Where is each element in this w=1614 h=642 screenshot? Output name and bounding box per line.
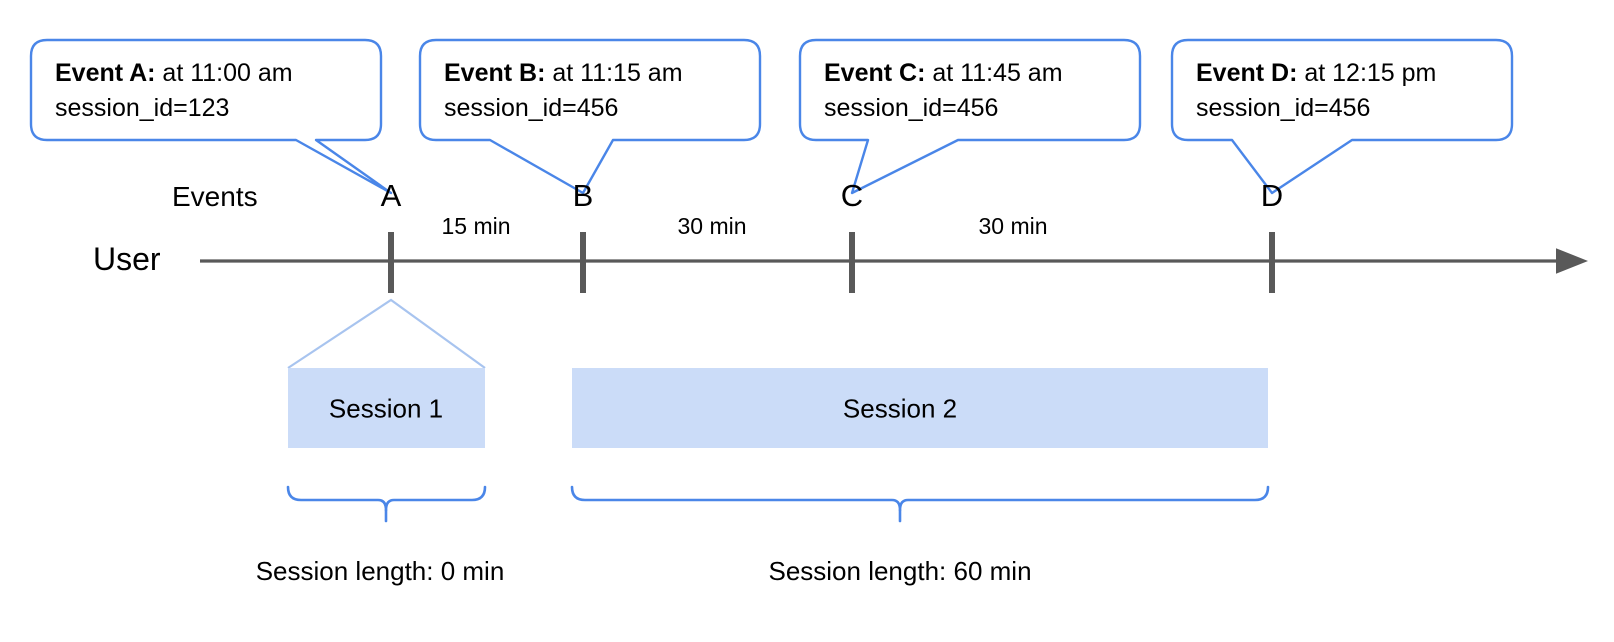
event-letter-d: D — [1260, 178, 1284, 213]
callout-line-1-b: Event B: at 11:15 am — [444, 56, 683, 91]
callout-text-a: Event A: at 11:00 am session_id=123 — [55, 56, 293, 126]
event-letter-b: B — [572, 178, 594, 213]
callout-line-2-a: session_id=123 — [55, 94, 230, 122]
callout-line-1-a: Event A: at 11:00 am — [55, 56, 293, 91]
session-name-1: Session 1 — [328, 393, 444, 424]
callout-text-c: Event C: at 11:45 am session_id=456 — [824, 56, 1063, 126]
gap-label-c-d: 30 min — [978, 213, 1048, 239]
session-bar-2 — [572, 368, 1268, 448]
session-name-2: Session 2 — [842, 393, 958, 424]
event-letter-c: C — [840, 178, 864, 213]
callout-shape-c — [798, 38, 1142, 195]
callout-text-b: Event B: at 11:15 am session_id=456 — [444, 56, 683, 126]
callout-time-c: at 11:45 am — [925, 59, 1063, 87]
session-1-funnel-lines — [287, 298, 486, 369]
lane-label-events: Events — [172, 181, 258, 212]
callout-time-a: at 11:00 am — [155, 59, 293, 87]
callout-bubble-c — [798, 38, 1142, 195]
session-length-2: Session length: 60 min — [768, 556, 1032, 586]
gap-label-b-c: 30 min — [677, 213, 747, 239]
callout-time-b: at 11:15 am — [545, 59, 683, 87]
callout-line-1-d: Event D: at 12:15 pm — [1196, 56, 1436, 91]
callout-bubble-a — [29, 38, 393, 195]
callout-shape-a — [29, 38, 393, 195]
callout-shape-b — [418, 38, 762, 195]
event-letter-a: A — [380, 178, 402, 213]
session-length-1: Session length: 0 min — [255, 556, 505, 586]
callout-bubble-d — [1170, 38, 1514, 195]
callout-bubble-b — [418, 38, 762, 195]
callout-line-1-c: Event C: at 11:45 am — [824, 56, 1063, 91]
callout-line-2-c: session_id=456 — [824, 94, 999, 122]
gap-label-a-b: 15 min — [441, 213, 511, 239]
callout-line-2-d: session_id=456 — [1196, 94, 1371, 122]
callout-title-d: Event D: — [1196, 59, 1298, 87]
callout-title-c: Event C: — [824, 59, 926, 87]
callout-text-d: Event D: at 12:15 pm session_id=456 — [1196, 56, 1436, 126]
session-2-brace — [570, 485, 1270, 512]
session-1-funnel — [287, 298, 486, 369]
callout-time-d: at 12:15 pm — [1297, 59, 1437, 87]
callout-line-2-b: session_id=456 — [444, 94, 619, 122]
callout-shape-d — [1170, 38, 1514, 195]
lane-label-user: User — [93, 241, 161, 277]
session-1-brace — [286, 485, 487, 512]
callout-title-b: Event B: — [444, 59, 546, 87]
session-bar-1 — [288, 368, 485, 448]
callout-title-a: Event A: — [55, 59, 156, 87]
